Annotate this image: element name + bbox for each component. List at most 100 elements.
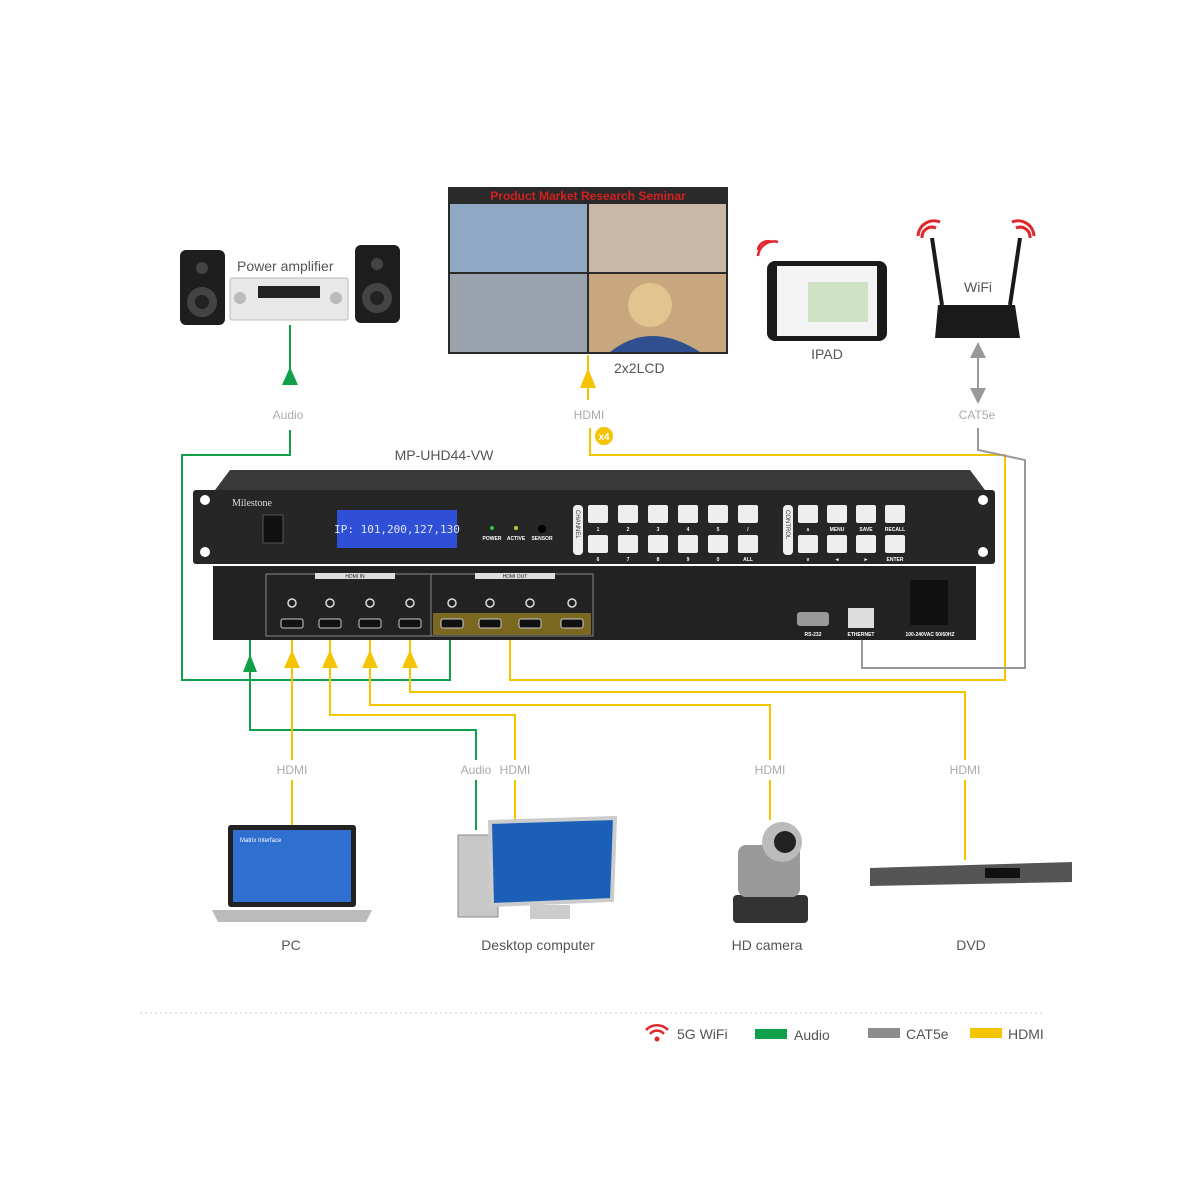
control-button[interactable]: [827, 505, 847, 523]
wifi-label: WiFi: [964, 279, 992, 295]
hdmi-in-port[interactable]: [280, 618, 304, 629]
dvd-label: DVD: [956, 937, 986, 953]
channel-label: CHANNEL: [574, 510, 580, 539]
channel-button[interactable]: [648, 535, 668, 553]
control-button-label: ENTER: [887, 557, 904, 563]
hdmi-out-port[interactable]: [518, 618, 542, 629]
power-amplifier: Power amplifier: [180, 245, 400, 325]
control-button-label: ►: [864, 557, 869, 563]
audio-jack[interactable]: [447, 598, 457, 608]
channel-button[interactable]: [708, 505, 728, 523]
pc-hdmi-label: HDMI: [277, 763, 308, 777]
hdmi-in-label: HDMI IN: [345, 574, 365, 580]
sensor: SENSOR: [531, 536, 553, 542]
channel-button-label: 3: [657, 527, 660, 533]
camera-hdmi-label: HDMI: [755, 763, 786, 777]
channel-button[interactable]: [708, 535, 728, 553]
matrix-front-panel: Milestone IP: 101,200,127,130 POWER ACTI…: [193, 470, 995, 564]
hdmi-in-port[interactable]: [318, 618, 342, 629]
channel-button[interactable]: [678, 505, 698, 523]
control-button[interactable]: [856, 505, 876, 523]
wifi-signal-icon: [756, 239, 779, 257]
channel-button[interactable]: [588, 505, 608, 523]
wifi-signal-icon: [916, 219, 1036, 239]
control-button-label: ◄: [835, 557, 840, 563]
ethernet-label: ETHERNET: [848, 632, 875, 638]
hdmi-in-port[interactable]: [358, 618, 382, 629]
device-model: MP-UHD44-VW: [395, 447, 495, 463]
hdmi-out-port[interactable]: [440, 618, 464, 629]
audio-jack[interactable]: [485, 598, 495, 608]
desktop-hdmi-label: HDMI: [500, 763, 531, 777]
hdmi-in-port[interactable]: [398, 618, 422, 629]
hdmi-out-label: HDMI OUT: [503, 574, 528, 580]
channel-button-label: 8: [657, 557, 660, 563]
hdmi-top-label: HDMI: [574, 408, 605, 422]
audio-jack[interactable]: [325, 598, 335, 608]
lcd-ip-text: IP: 101,200,127,130: [334, 523, 460, 536]
cat5e-top-label: CAT5e: [959, 408, 996, 422]
channel-button[interactable]: [678, 535, 698, 553]
control-button-label: ∨: [806, 557, 810, 563]
ipad-label: IPAD: [811, 346, 843, 362]
pc-label: PC: [281, 937, 300, 953]
control-button[interactable]: [885, 505, 905, 523]
control-button[interactable]: [856, 535, 876, 553]
audio-top-label: Audio: [273, 408, 304, 422]
control-button[interactable]: [885, 535, 905, 553]
control-button-label: MENU: [830, 527, 845, 533]
legend-hdmi: HDMI: [1008, 1026, 1044, 1042]
power-switch[interactable]: [262, 514, 284, 544]
channel-button-label: 9: [687, 557, 690, 563]
desktop-computer: Desktop computer: [457, 815, 618, 953]
lcd-display: [337, 510, 457, 548]
hdmi-out-port[interactable]: [560, 618, 584, 629]
channel-button-label: 2: [627, 527, 630, 533]
audio-jack[interactable]: [405, 598, 415, 608]
ethernet-port[interactable]: [848, 608, 874, 628]
led-power: POWER: [483, 536, 502, 542]
control-button[interactable]: [798, 505, 818, 523]
camera-label: HD camera: [732, 937, 803, 953]
audio-jack[interactable]: [287, 598, 297, 608]
rs232-port[interactable]: [797, 612, 829, 626]
lcd-label: 2x2LCD: [614, 360, 665, 376]
channel-button[interactable]: [738, 535, 758, 553]
audio-jack[interactable]: [567, 598, 577, 608]
channel-button[interactable]: [618, 535, 638, 553]
channel-button-label: /: [747, 527, 749, 533]
lcd-video-wall: Product Market Research Seminar 2x2LCD: [448, 187, 728, 376]
channel-button-label: 7: [627, 557, 630, 563]
hdmi-out-port[interactable]: [478, 618, 502, 629]
ipad: IPAD: [756, 239, 887, 362]
channel-button-label: 0: [717, 557, 720, 563]
legend-audio: Audio: [794, 1027, 830, 1043]
channel-button[interactable]: [648, 505, 668, 523]
channel-button[interactable]: [618, 505, 638, 523]
dvd-player: DVD: [870, 862, 1072, 953]
channel-button-label: ALL: [743, 557, 753, 563]
power-label: 100-240VAC 50/60HZ: [905, 632, 954, 638]
brand-logo: Milestone: [232, 498, 273, 509]
control-button[interactable]: [798, 535, 818, 553]
cat5e-cable: [861, 342, 1026, 669]
control-button[interactable]: [827, 535, 847, 553]
control-button-label: RECALL: [885, 527, 905, 533]
legend: 5G WiFi Audio CAT5e HDMI: [645, 1023, 1044, 1043]
audio-jack[interactable]: [525, 598, 535, 608]
hdmi-count-badge: x4: [598, 432, 610, 443]
desktop-audio-label: Audio: [461, 763, 492, 777]
matrix-rear-panel: HDMI IN HDMI OUT RS-232 ETHERNET 100-240…: [213, 566, 976, 640]
channel-button[interactable]: [588, 535, 608, 553]
control-button-label: ∧: [806, 527, 810, 533]
power-inlet[interactable]: [910, 580, 948, 625]
audio-jack[interactable]: [365, 598, 375, 608]
channel-button[interactable]: [738, 505, 758, 523]
amplifier-label: Power amplifier: [237, 258, 334, 274]
dvd-hdmi-label: HDMI: [950, 763, 981, 777]
hd-camera: HD camera: [732, 822, 808, 953]
control-button-label: SAVE: [859, 527, 873, 533]
channel-button-label: 5: [717, 527, 720, 533]
desktop-label: Desktop computer: [481, 937, 595, 953]
